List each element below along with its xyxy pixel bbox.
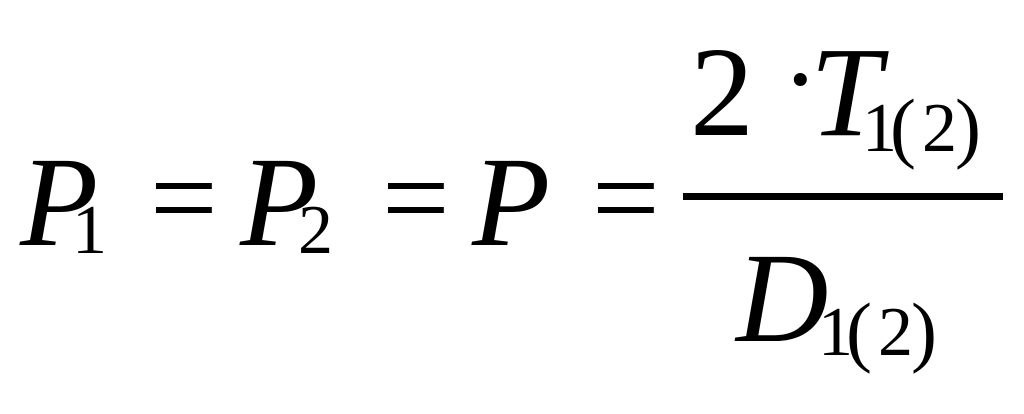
- symbol-p1: P: [20, 131, 99, 273]
- subscript-2: 2: [298, 192, 333, 269]
- d-subscript-1: 1: [818, 294, 853, 371]
- t-subscript-2: 2: [922, 90, 957, 167]
- numerator-coefficient: 2: [690, 21, 754, 163]
- t-paren-open: (: [890, 83, 916, 170]
- t-subscript-1: 1: [862, 90, 897, 167]
- equals-sign-1: =: [150, 131, 218, 264]
- symbol-p2: P: [240, 131, 319, 273]
- fraction-bar: [683, 193, 1003, 200]
- equals-sign-2: =: [382, 131, 450, 264]
- t-paren-close: ): [955, 83, 981, 170]
- d-paren-close: ): [911, 287, 937, 374]
- d-paren-open: (: [846, 287, 872, 374]
- subscript-1: 1: [72, 192, 107, 269]
- equals-sign-3: =: [592, 131, 660, 264]
- symbol-p: P: [472, 131, 551, 273]
- multiplication-dot: ·: [782, 18, 819, 140]
- d-subscript-2: 2: [878, 294, 913, 371]
- symbol-d: D: [736, 227, 829, 369]
- symbol-t: T: [810, 21, 882, 163]
